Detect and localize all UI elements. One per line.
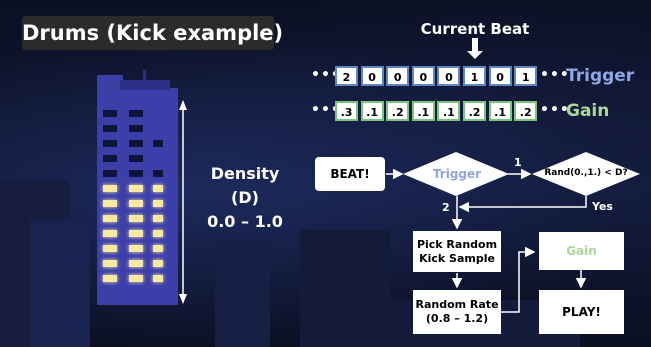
rate-line-1: Random Rate xyxy=(415,298,499,311)
trigger-cell: 0 xyxy=(488,66,512,86)
gain-cell: .1 xyxy=(437,101,461,121)
lit-window xyxy=(153,215,163,222)
current-beat-label: Current Beat xyxy=(420,20,530,38)
rate-line-2: (0.8 – 1.2) xyxy=(425,312,489,325)
rand-node-label: Rand(0.,1.) < D? xyxy=(544,168,628,178)
dark-window xyxy=(129,140,143,147)
beat-node: BEAT! xyxy=(315,157,385,191)
lit-window xyxy=(153,185,163,192)
dark-window xyxy=(129,155,143,162)
edge-label-2: 2 xyxy=(442,201,450,214)
edge-rand-yes xyxy=(458,196,587,213)
dark-window xyxy=(129,110,143,117)
trigger-cell: 1 xyxy=(514,66,538,86)
pick-line-2: Kick Sample xyxy=(419,251,495,265)
building-body xyxy=(118,88,178,305)
density-title: Density (D) xyxy=(210,164,280,207)
density-label: Density (D) 0.0 – 1.0 xyxy=(195,162,295,234)
rand-diamond xyxy=(532,152,640,196)
random-rate-node: Random Rate (0.8 – 1.2) xyxy=(413,290,501,334)
gain-cell: .1 xyxy=(360,101,384,121)
lit-window xyxy=(129,185,143,192)
gain-cell: .2 xyxy=(514,101,538,121)
lit-window xyxy=(153,275,163,282)
lit-window xyxy=(129,230,143,237)
lit-window xyxy=(129,215,143,222)
lit-window xyxy=(153,230,163,237)
lit-window xyxy=(103,245,117,252)
gain-cell: .3 xyxy=(335,101,358,121)
lit-window xyxy=(129,245,143,252)
gain-cell: .2 xyxy=(463,101,486,121)
trigger-node-label: Trigger xyxy=(432,167,482,181)
trigger-cell: 0 xyxy=(411,66,435,86)
bg-building xyxy=(215,240,270,347)
gain-ellipsis-left: ••• xyxy=(311,102,341,118)
gain-cell: .1 xyxy=(488,101,512,121)
dark-window xyxy=(103,140,117,147)
lit-window xyxy=(129,275,143,282)
dark-window xyxy=(153,140,163,147)
pick-sample-node: Pick Random Kick Sample xyxy=(413,231,501,272)
density-range: 0.0 – 1.0 xyxy=(207,212,283,231)
trigger-diamond xyxy=(403,152,509,196)
pick-line-1: Pick Random xyxy=(416,237,498,251)
trigger-row-label: Trigger xyxy=(566,66,635,86)
lit-window xyxy=(129,260,143,267)
gain-row-label: Gain xyxy=(566,101,610,121)
trigger-cell: 0 xyxy=(437,66,461,86)
dark-window xyxy=(129,125,143,132)
play-node: PLAY! xyxy=(539,290,624,334)
lit-window xyxy=(103,275,117,282)
dark-window xyxy=(103,110,117,117)
lit-window xyxy=(103,200,117,207)
lit-window xyxy=(103,215,117,222)
lit-window xyxy=(153,260,163,267)
building-roof xyxy=(120,80,170,90)
gain-node: Gain xyxy=(539,232,624,270)
trigger-cell: 0 xyxy=(360,66,384,86)
gain-cell: .2 xyxy=(386,101,410,121)
bg-building xyxy=(30,220,90,347)
gain-ellipsis-right: ••• xyxy=(540,102,570,118)
trigger-cell: 0 xyxy=(386,66,410,86)
trigger-ellipsis-right: ••• xyxy=(540,67,570,83)
dark-window xyxy=(103,170,117,177)
lit-window xyxy=(153,200,163,207)
lit-window xyxy=(153,245,163,252)
edge-rate-gain xyxy=(501,246,536,313)
dark-window xyxy=(103,155,117,162)
bg-building xyxy=(300,230,390,347)
page-title: Drums (Kick example) xyxy=(22,16,283,50)
trigger-cell: 2 xyxy=(335,66,358,86)
trigger-cell: 1 xyxy=(463,66,486,86)
lit-window xyxy=(103,260,117,267)
trigger-ellipsis-left: ••• xyxy=(311,67,341,83)
dark-window xyxy=(129,170,143,177)
building-antenna xyxy=(143,70,146,82)
dark-window xyxy=(103,125,117,132)
gain-cell: .1 xyxy=(411,101,435,121)
lit-window xyxy=(129,200,143,207)
edge-label-1: 1 xyxy=(514,156,522,169)
lit-window xyxy=(103,230,117,237)
dark-window xyxy=(153,170,163,177)
edge-label-yes: Yes xyxy=(592,200,613,213)
building-windows xyxy=(103,110,163,282)
lit-window xyxy=(103,185,117,192)
